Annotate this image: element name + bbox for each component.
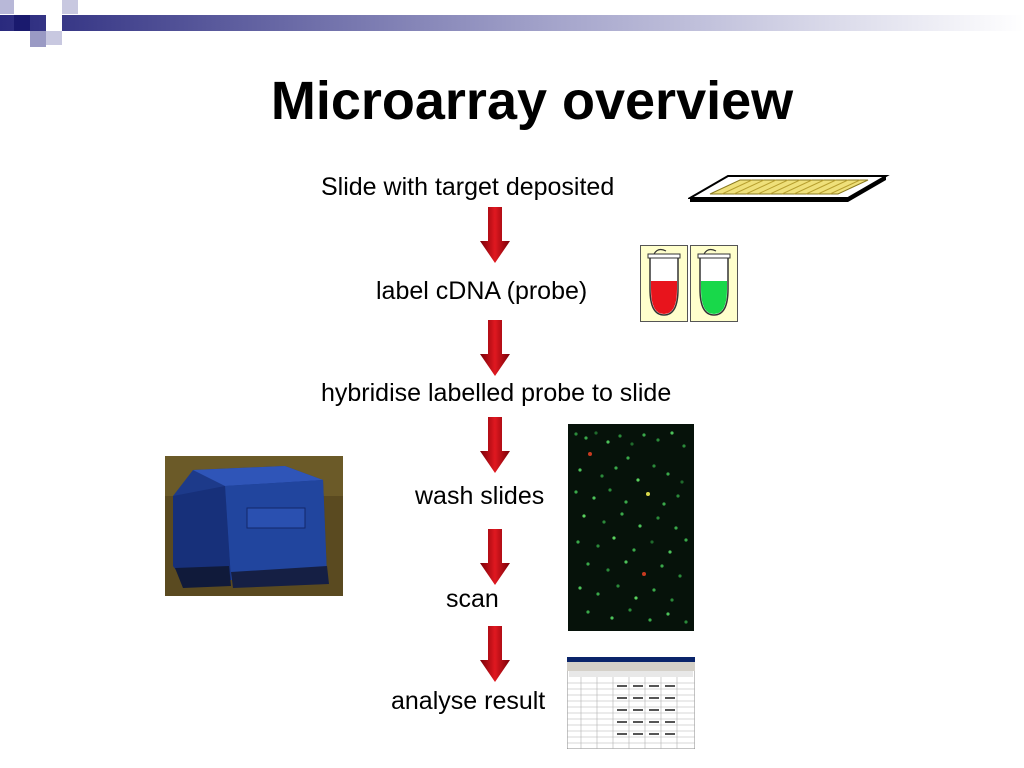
scan-image xyxy=(568,424,694,631)
header-decoration xyxy=(0,0,1024,47)
down-arrow-icon xyxy=(480,626,510,682)
step-scan: scan xyxy=(446,585,499,613)
step-label-cdna: label cDNA (probe) xyxy=(376,277,588,305)
down-arrow-icon xyxy=(480,417,510,473)
step-wash: wash slides xyxy=(415,482,545,510)
down-arrow-icon xyxy=(480,529,510,585)
step-slide-label: Slide with target deposited xyxy=(321,173,615,201)
down-arrow-icon xyxy=(480,320,510,376)
red-probe-tube-icon xyxy=(640,245,688,322)
microarray-slide-icon xyxy=(688,175,890,202)
scanner-photo xyxy=(165,456,343,596)
page-title: Microarray overview xyxy=(270,71,794,131)
step-hybridise: hybridise labelled probe to slide xyxy=(321,379,672,407)
results-spreadsheet-icon xyxy=(567,657,695,749)
step-analyse: analyse result xyxy=(391,687,546,715)
down-arrow-icon xyxy=(480,207,510,263)
green-probe-tube-icon xyxy=(690,245,738,322)
